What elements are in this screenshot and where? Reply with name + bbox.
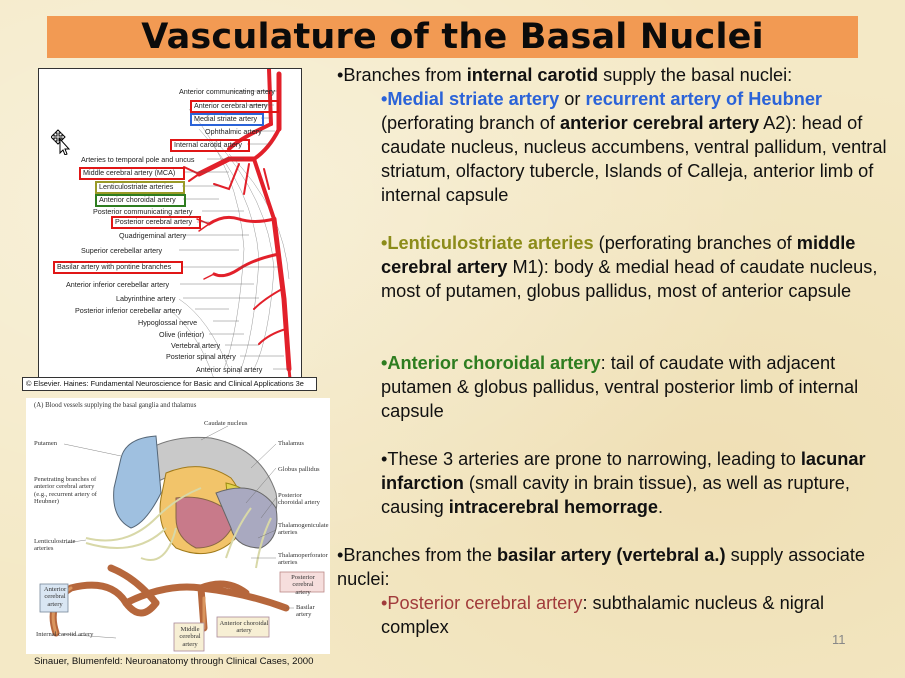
page-number: 11	[832, 632, 846, 647]
label-hypoglossal: Hypoglossal nerve	[138, 318, 198, 327]
label-middle-cerebral-fig2: Middle cerebral artery	[179, 626, 201, 648]
label-middle-cerebral: Middle cerebral artery (MCA)	[83, 168, 176, 177]
label-posterior-communicating: Posterior communicating artery	[93, 207, 193, 216]
label-posterior-cerebral-fig2: Posterior cerebral artery	[291, 574, 315, 596]
label-quadrigeminal: Quadrigeminal artery	[119, 231, 187, 240]
highlight-box-pca	[111, 216, 201, 229]
highlight-box-acha	[95, 194, 186, 207]
label-olive: Olive (inferior)	[159, 330, 205, 339]
highlight-box-mca	[79, 167, 185, 180]
label-putamen: Putamen	[34, 440, 58, 447]
bullet-lenticulostriate: •Lenticulostriate arteries (perforating …	[381, 233, 878, 301]
label-pica: Posterior inferior cerebellar artery	[75, 306, 182, 315]
highlight-box-lsa	[95, 181, 185, 194]
bullet-lacunar: •These 3 arteries are prone to narrowing…	[381, 449, 866, 517]
label-posterior-spinal: Posterior spinal artery	[166, 352, 236, 361]
move-cursor-icon	[51, 129, 71, 155]
label-posterior-cerebral: Posterior cerebral artery	[115, 217, 193, 226]
bullet-medial-striate: •Medial striate artery or recurrent arte…	[381, 89, 887, 205]
label-lenticulostriate: Lenticulostriate arteries	[99, 182, 174, 191]
label-internal-carotid-fig2: Internal carotid artery	[36, 631, 94, 638]
bullet-basilar: •Branches from the basilar artery (verte…	[337, 545, 866, 589]
highlight-box-msa	[190, 113, 264, 126]
basal-ganglia-art	[39, 425, 325, 652]
highlight-box-aca	[190, 100, 279, 113]
arterial-diagram: Anterior communicating artery Anterior c…	[38, 68, 302, 390]
label-basilar-fig2: Basilar artery	[296, 604, 315, 619]
label-thalamus: Thalamus	[278, 440, 305, 447]
figure2-caption: (A) Blood vessels supplying the basal ga…	[34, 402, 197, 409]
bullet-posterior-cerebral: •Posterior cerebral artery: subthalamic …	[381, 593, 825, 637]
label-caudate: Caudate nucleus	[204, 420, 248, 427]
label-thalamogeniculate: Thalamogeniculate arteries	[278, 522, 329, 537]
label-posterior-choroidal: Posterior choroidal artery	[278, 492, 320, 507]
label-aica: Anterior inferior cerebellar artery	[66, 280, 170, 289]
label-anterior-cerebral: Anterior cerebral artery	[194, 101, 268, 110]
highlight-box-basilar	[53, 261, 183, 274]
label-anterior-choroidal: Anterior choroidal artery	[99, 195, 176, 204]
bullet-internal-carotid: •Branches from internal carotid supply t…	[337, 65, 793, 85]
label-basilar: Basilar artery with pontine branches	[57, 262, 172, 271]
label-anterior-spinal: Anterior spinal artery	[196, 365, 263, 374]
arterial-diagram-art	[168, 69, 293, 389]
label-anterior-communicating: Anterior communicating artery	[179, 87, 275, 96]
label-superior-cerebellar: Superior cerebellar artery	[81, 246, 163, 255]
label-anterior-choroidal-fig2: Anterior choroidal artery	[219, 620, 269, 635]
label-labyrinthine: Labyrinthine artery	[116, 294, 176, 303]
label-medial-striate: Medial striate artery	[194, 114, 258, 123]
label-globus-pallidus: Globus pallidus	[278, 466, 320, 473]
label-internal-carotid: Internal carotid artery	[174, 140, 242, 149]
figure2-credit: Sinauer, Blumenfeld: Neuroanatomy throug…	[34, 656, 314, 667]
basal-ganglia-illustration: (A) Blood vessels supplying the basal ga…	[26, 398, 330, 654]
label-lenticulostriate-fig2: Lenticulostriate arteries	[34, 538, 76, 553]
label-vertebral: Vertebral artery	[171, 341, 221, 350]
label-penetrating: Penetrating branches of anterior cerebra…	[34, 476, 97, 506]
label-ophthalmic: Ophthalmic artery	[205, 127, 262, 136]
figure1-credit: © Elsevier. Haines: Fundamental Neurosci…	[22, 377, 317, 391]
slide-title: Vasculature of the Basal Nuclei	[141, 17, 764, 57]
bullet-anterior-choroidal: •Anterior choroidal artery: tail of caud…	[381, 353, 859, 421]
label-thalamoperforator: Thalamoperforator arteries	[278, 552, 328, 567]
label-anterior-cerebral-fig2: Anterior cerebral artery	[43, 586, 67, 608]
highlight-box-ica	[170, 139, 250, 152]
title-bar: Vasculature of the Basal Nuclei	[47, 16, 858, 58]
label-temporal-pole: Arteries to temporal pole and uncus	[81, 155, 195, 164]
